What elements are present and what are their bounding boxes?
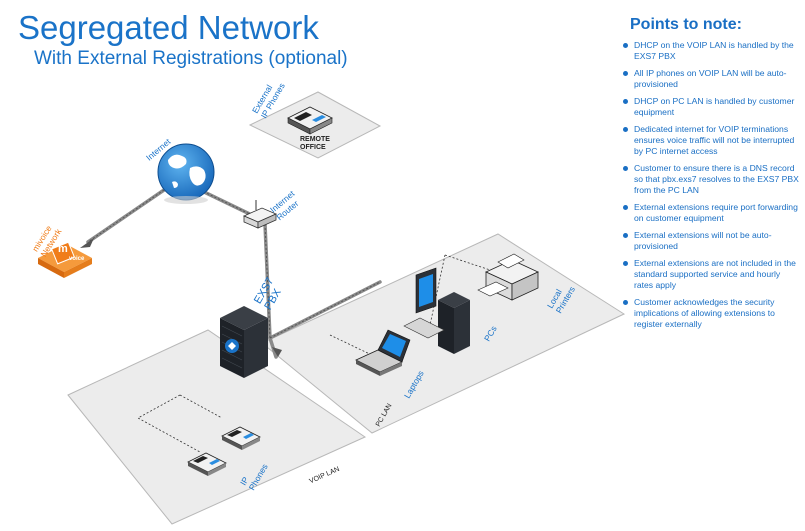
page-subtitle: With External Registrations (optional) [34, 48, 348, 69]
printer-icon [477, 253, 539, 301]
remote-office-label: REMOTE OFFICE [300, 136, 330, 151]
internet-globe-icon [157, 143, 215, 204]
pc-icon [403, 267, 470, 354]
ip-phone-icon [187, 452, 227, 476]
notes-list: DHCP on the VOIP LAN is handled by the E… [620, 40, 800, 330]
mivoice-logo-label: m [58, 243, 68, 255]
arrow-to-pbx [272, 347, 282, 357]
mivoice-logo-text: voice [69, 256, 85, 262]
note-item: DHCP on the VOIP LAN is handled by the E… [620, 40, 800, 62]
laptop-icon [355, 329, 411, 376]
note-item: Customer acknowledges the security impli… [620, 297, 800, 330]
internet-router-icon [243, 200, 277, 229]
notes-panel: Points to note: DHCP on the VOIP LAN is … [620, 16, 800, 336]
voip-lan-area [67, 329, 367, 525]
page-title: Segregated Network [18, 9, 319, 46]
note-item: External extensions require port forward… [620, 202, 800, 224]
note-item: External extensions will not be auto-pro… [620, 230, 800, 252]
note-item: Dedicated internet for VOIP terminations… [620, 124, 800, 157]
mivoice-logo [38, 241, 92, 278]
note-item: All IP phones on VOIP LAN will be auto-p… [620, 68, 800, 90]
arrow-to-mivoice [80, 238, 94, 248]
note-item: Customer to ensure there is a DNS record… [620, 163, 800, 196]
exs7-pbx-server-icon [220, 306, 268, 378]
external-ip-phone-icon [287, 106, 333, 135]
notes-heading: Points to note: [630, 16, 742, 33]
note-item: DHCP on PC LAN is handled by customer eq… [620, 96, 800, 118]
ip-phone-icon [221, 426, 261, 450]
note-item: External extensions are not included in … [620, 258, 800, 291]
